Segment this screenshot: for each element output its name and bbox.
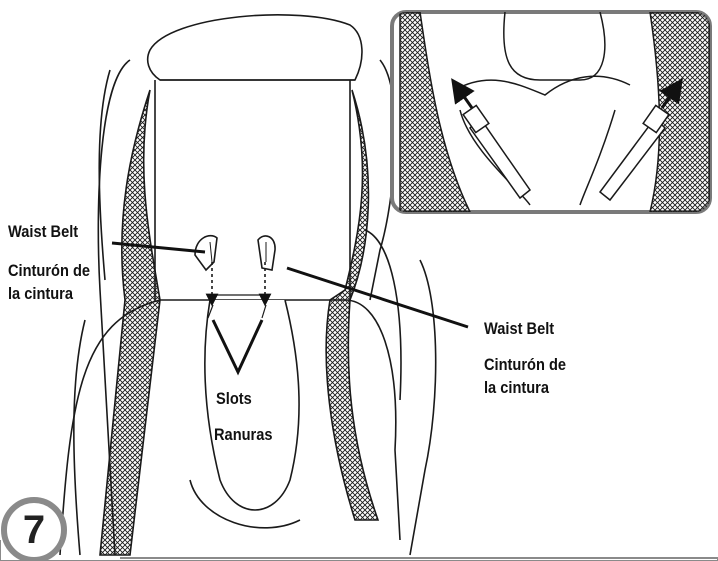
right-waist-belt-leader bbox=[287, 268, 468, 327]
step-number: 7 bbox=[8, 508, 60, 552]
left-waist-belt-label: Waist Belt bbox=[8, 221, 78, 243]
slots-label: Slots bbox=[216, 388, 252, 410]
inset-detail bbox=[392, 12, 710, 212]
right-mesh-panel bbox=[326, 90, 378, 520]
right-waist-belt-label: Waist Belt bbox=[484, 318, 554, 340]
right-waist-belt-label-es-line1: Cinturón de bbox=[484, 354, 566, 376]
headrest bbox=[148, 15, 362, 80]
car-seat-illustration bbox=[60, 15, 436, 555]
slots-label-es: Ranuras bbox=[214, 424, 273, 446]
right-waist-belt-label-es-line2: la cintura bbox=[484, 377, 549, 399]
right-belt-clip bbox=[258, 236, 275, 270]
left-waist-belt-label-es-line2: la cintura bbox=[8, 283, 73, 305]
left-mesh-panel bbox=[100, 90, 160, 555]
left-waist-belt-label-es-line1: Cinturón de bbox=[8, 260, 90, 282]
left-belt-clip bbox=[195, 236, 217, 270]
